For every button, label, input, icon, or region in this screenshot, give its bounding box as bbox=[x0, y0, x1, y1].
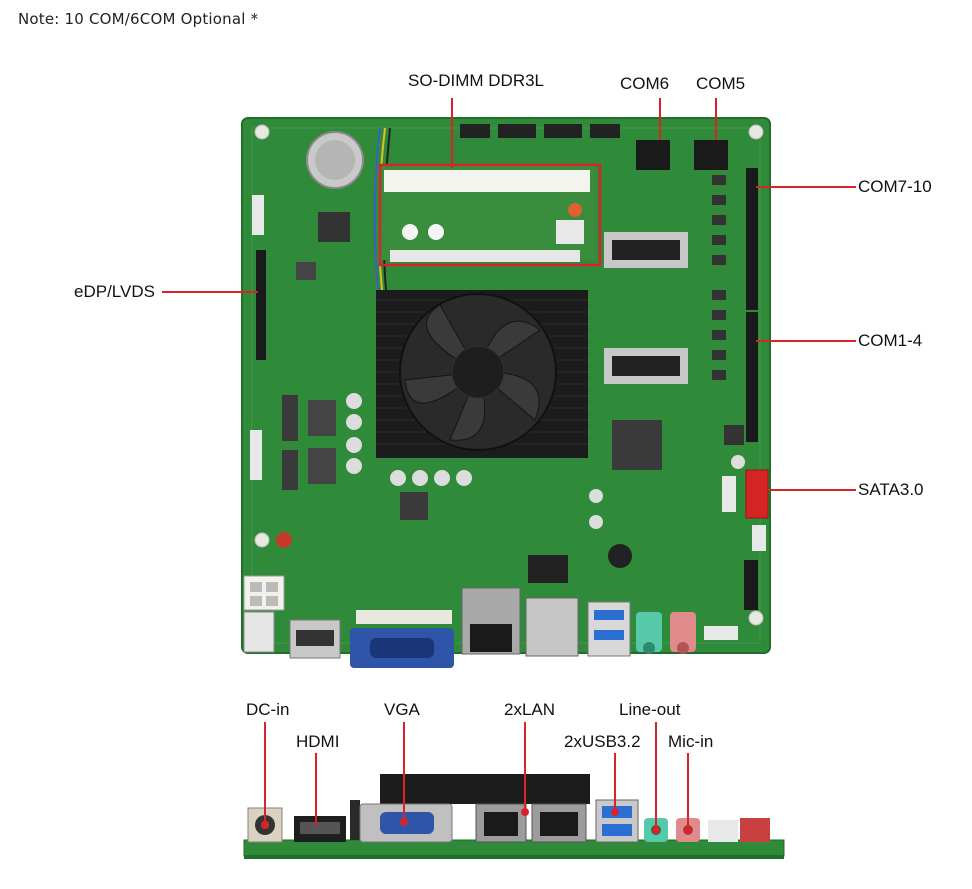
label-line-out: Line-out bbox=[619, 700, 681, 719]
label-sata: SATA3.0 bbox=[858, 480, 924, 499]
label-com1-4: COM1-4 bbox=[858, 331, 923, 350]
label-vga: VGA bbox=[384, 700, 420, 719]
callouts-bottom bbox=[264, 722, 689, 830]
label-usb: 2xUSB3.2 bbox=[564, 732, 641, 751]
label-com5: COM5 bbox=[696, 74, 746, 93]
label-mic-in: Mic-in bbox=[668, 732, 714, 751]
label-com6: COM6 bbox=[620, 74, 670, 93]
label-sodimm: SO-DIMM DDR3L bbox=[408, 71, 545, 90]
callout-dots bbox=[261, 808, 692, 834]
label-dc-in: DC-in bbox=[246, 700, 290, 719]
label-com7-10: COM7-10 bbox=[858, 177, 932, 196]
label-hdmi: HDMI bbox=[296, 732, 340, 751]
motherboard-rear-view bbox=[243, 774, 785, 859]
note-text: Note: 10 COM/6COM Optional * bbox=[18, 10, 259, 28]
callouts-top bbox=[162, 98, 856, 491]
motherboard-top-view bbox=[241, 117, 771, 668]
label-edp-lvds: eDP/LVDS bbox=[74, 282, 155, 301]
label-lan: 2xLAN bbox=[504, 700, 556, 719]
